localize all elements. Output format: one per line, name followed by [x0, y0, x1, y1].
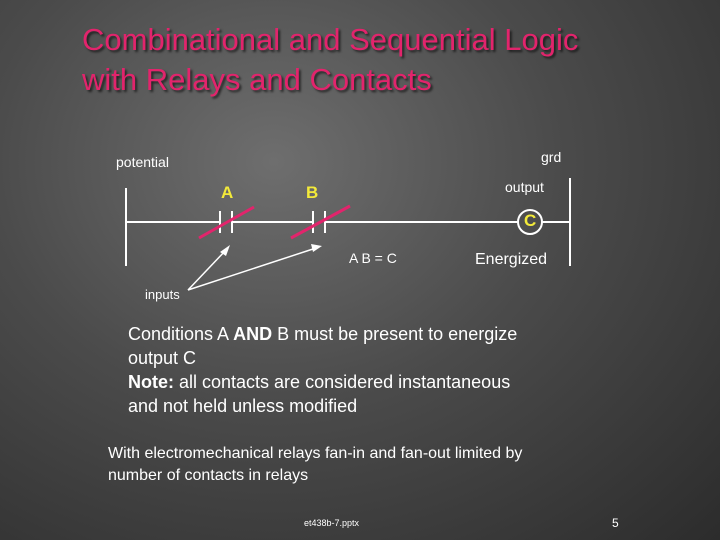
contact-a-strike — [198, 205, 255, 240]
ground-label: grd — [541, 149, 562, 165]
page-number: 5 — [612, 516, 619, 530]
fan-line-1: With electromechanical relays fan-in and… — [108, 445, 523, 462]
contact-a — [219, 211, 233, 233]
coil-c-label: C — [524, 211, 537, 230]
contact-b-strike — [290, 204, 351, 240]
slide-title: Combinational and Sequential Logic with … — [82, 20, 702, 100]
note-line-2: and not held unless modified — [128, 396, 358, 416]
slide-title-line-2: with Relays and Contacts — [82, 62, 432, 97]
fan-text: With electromechanical relays fan-in and… — [108, 443, 608, 487]
output-label: output — [505, 179, 544, 195]
coil-c — [517, 209, 543, 235]
and-keyword: AND — [233, 324, 273, 344]
input-arrows — [187, 244, 322, 291]
energized-label: Energized — [475, 251, 548, 268]
contact-a-label: A — [221, 183, 234, 202]
conditions-line-1: Conditions A AND B must be present to en… — [128, 324, 518, 344]
inputs-label: inputs — [145, 287, 180, 302]
potential-label: potential — [116, 154, 169, 170]
footer-filename: et438b-7.pptx — [304, 518, 360, 528]
fan-line-2: number of contacts in relays — [108, 467, 309, 484]
equation-label: A B = C — [349, 250, 397, 266]
note-line-1: Note: all contacts are considered instan… — [128, 372, 511, 392]
conditions-line-2: output C — [128, 348, 197, 368]
contact-b — [312, 211, 326, 233]
slide-title-line-1: Combinational and Sequential Logic — [82, 22, 579, 57]
note-label: Note: — [128, 372, 174, 392]
contact-b-label: B — [306, 183, 319, 202]
conditions-text: Conditions A AND B must be present to en… — [128, 322, 598, 418]
